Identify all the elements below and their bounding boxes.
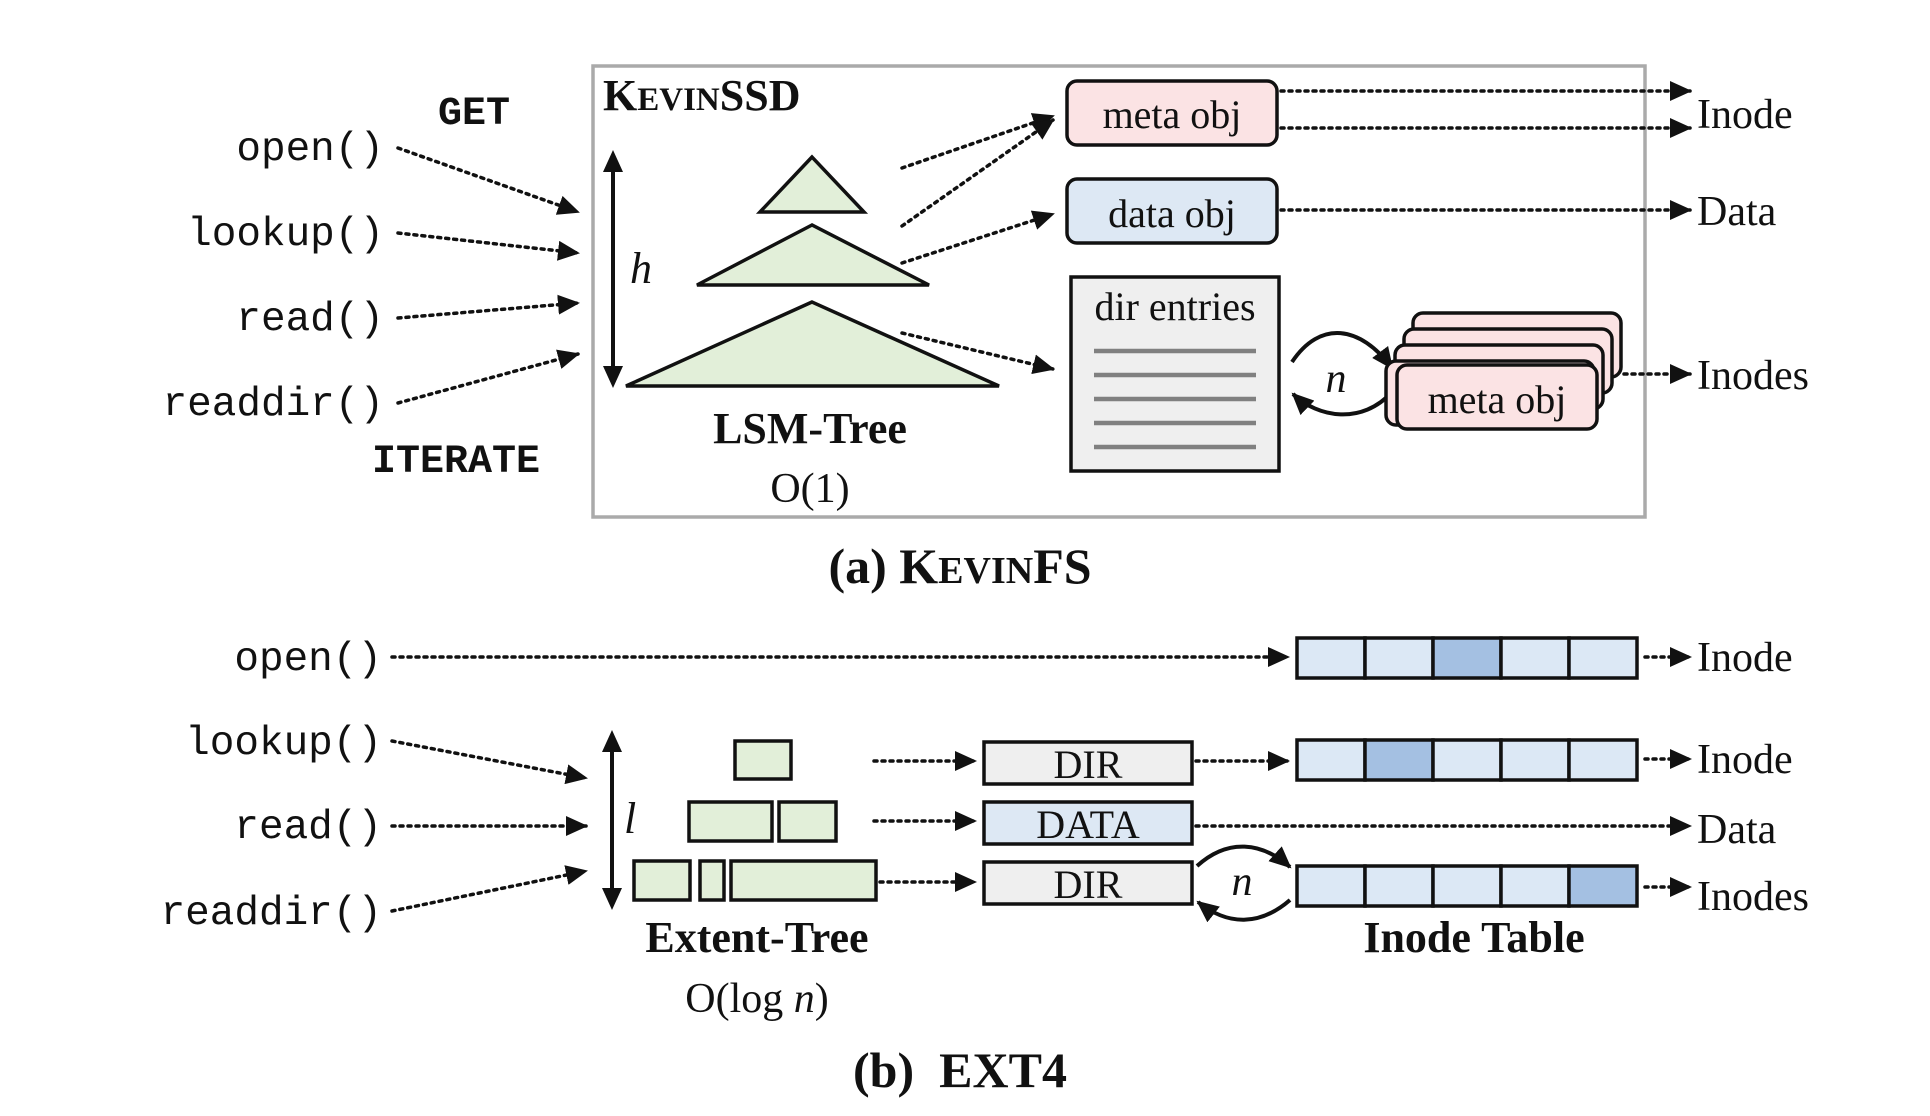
height-arrow-h-top [603,150,623,172]
out-inode-a: Inode [1697,92,1793,138]
out-inodes-a: Inodes [1697,353,1809,399]
arrow-readdir-a [396,349,580,405]
height-arrow-l-top [602,730,622,752]
n-curve-back-a [1291,390,1394,417]
data-block [982,800,1194,846]
kevinssd-title: KEVINSSD [603,71,800,120]
extent-complexity-prefix: O(log [685,976,794,1022]
n-curve-forward-b [1195,844,1292,869]
n-label-a: n [1326,356,1347,402]
call-readdir-b: readdir() [161,891,382,937]
lsm-level-0 [755,154,869,214]
inode-table [1295,636,1639,908]
extent-block-l1-a [687,800,774,843]
caption-a: (a) KEVINFS [828,538,1091,594]
data-obj-box [1065,177,1279,245]
arrow-lookup-b [390,739,588,785]
n-label-b: n [1232,859,1253,905]
inode-cell-r3-c4 [1499,864,1571,908]
meta-obj-stack-front [1395,363,1599,431]
inode-cell-r2-c5 [1567,738,1639,782]
lsm-title: LSM-Tree [713,404,907,453]
extent-complexity-var: n [794,976,815,1022]
meta-obj-stack-label: meta obj [1428,377,1567,422]
lsm-level-1 [696,223,930,287]
arrow-tree-data [900,210,1055,265]
kevinssd-frame [591,64,1647,519]
call-read-b: read() [234,805,382,851]
get-label: GET [438,92,510,137]
arrow-tree-meta-2 [900,118,1055,228]
call-readdir: readdir() [163,382,384,428]
part-a: GET ITERATE open() lookup() read() readd… [163,64,1809,594]
height-arrow-h-bottom [603,366,623,388]
dir-block-1-label: DIR [1054,742,1123,787]
data-obj-label: data obj [1108,191,1236,236]
arrow-lookup-a [396,231,580,261]
dir-block-1 [982,740,1194,786]
arrow-tree-dir [900,331,1055,375]
out-inode-b-2: Inode [1697,737,1793,783]
height-arrow-l-bottom [602,888,622,910]
extent-block-root [733,739,793,781]
n-curve-back-b [1196,898,1292,923]
call-open-b: open() [234,637,382,683]
arrow-read-a [396,294,580,320]
call-open: open() [236,127,384,173]
extent-complexity-suffix: ) [815,976,829,1022]
inode-cell-r2-c4 [1499,738,1571,782]
part-b: open() lookup() read() readdir() l Exten… [161,635,1809,1098]
inode-cell-r2-c1 [1295,738,1367,782]
arrow-open-a [396,146,580,215]
inode-cell-r1-c4 [1499,636,1571,680]
meta-obj-box [1065,79,1279,147]
call-lookup-b: lookup() [185,721,382,767]
out-inodes-b: Inodes [1697,874,1809,920]
data-block-label: DATA [1036,802,1140,847]
inode-cell-r3-c5 [1567,864,1639,908]
n-curve-forward-a [1290,331,1394,370]
dir-entries-label: dir entries [1094,284,1255,329]
inode-cell-r2-c2 [1363,738,1435,782]
extent-title: Extent-Tree [645,913,868,962]
inode-cell-r3-c1 [1295,864,1367,908]
extent-block-l2-b [698,859,726,902]
extent-block-l2-a [632,859,692,902]
height-label-l: l [624,794,636,843]
call-lookup: lookup() [187,212,384,258]
inode-cell-r3-c2 [1363,864,1435,908]
extent-block-l1-b [777,800,838,843]
iterate-label: ITERATE [372,440,540,485]
caption-b: (b) EXT4 [853,1042,1067,1098]
extent-complexity: O(log n) [685,976,829,1022]
lsm-complexity: O(1) [770,466,849,512]
arrow-tree-meta-1 [900,113,1055,170]
inode-cell-r3-c3 [1431,864,1503,908]
inode-table-title: Inode Table [1363,913,1584,962]
inode-cell-r1-c3 [1431,636,1503,680]
inode-cell-r1-c2 [1363,636,1435,680]
extent-block-l2-c [729,859,878,902]
height-label-h: h [630,244,652,293]
dir-block-2 [982,860,1194,906]
inode-cell-r1-c5 [1567,636,1639,680]
inode-cell-r2-c3 [1431,738,1503,782]
arrow-readdir-b [390,865,588,913]
out-data-a: Data [1697,189,1777,235]
out-data-b: Data [1697,807,1777,853]
dir-block-2-label: DIR [1054,862,1123,907]
meta-obj-label: meta obj [1103,92,1242,137]
inode-cell-r1-c1 [1295,636,1367,680]
call-read: read() [236,297,384,343]
lsm-level-2 [625,300,1000,388]
out-inode-b-1: Inode [1697,635,1793,681]
